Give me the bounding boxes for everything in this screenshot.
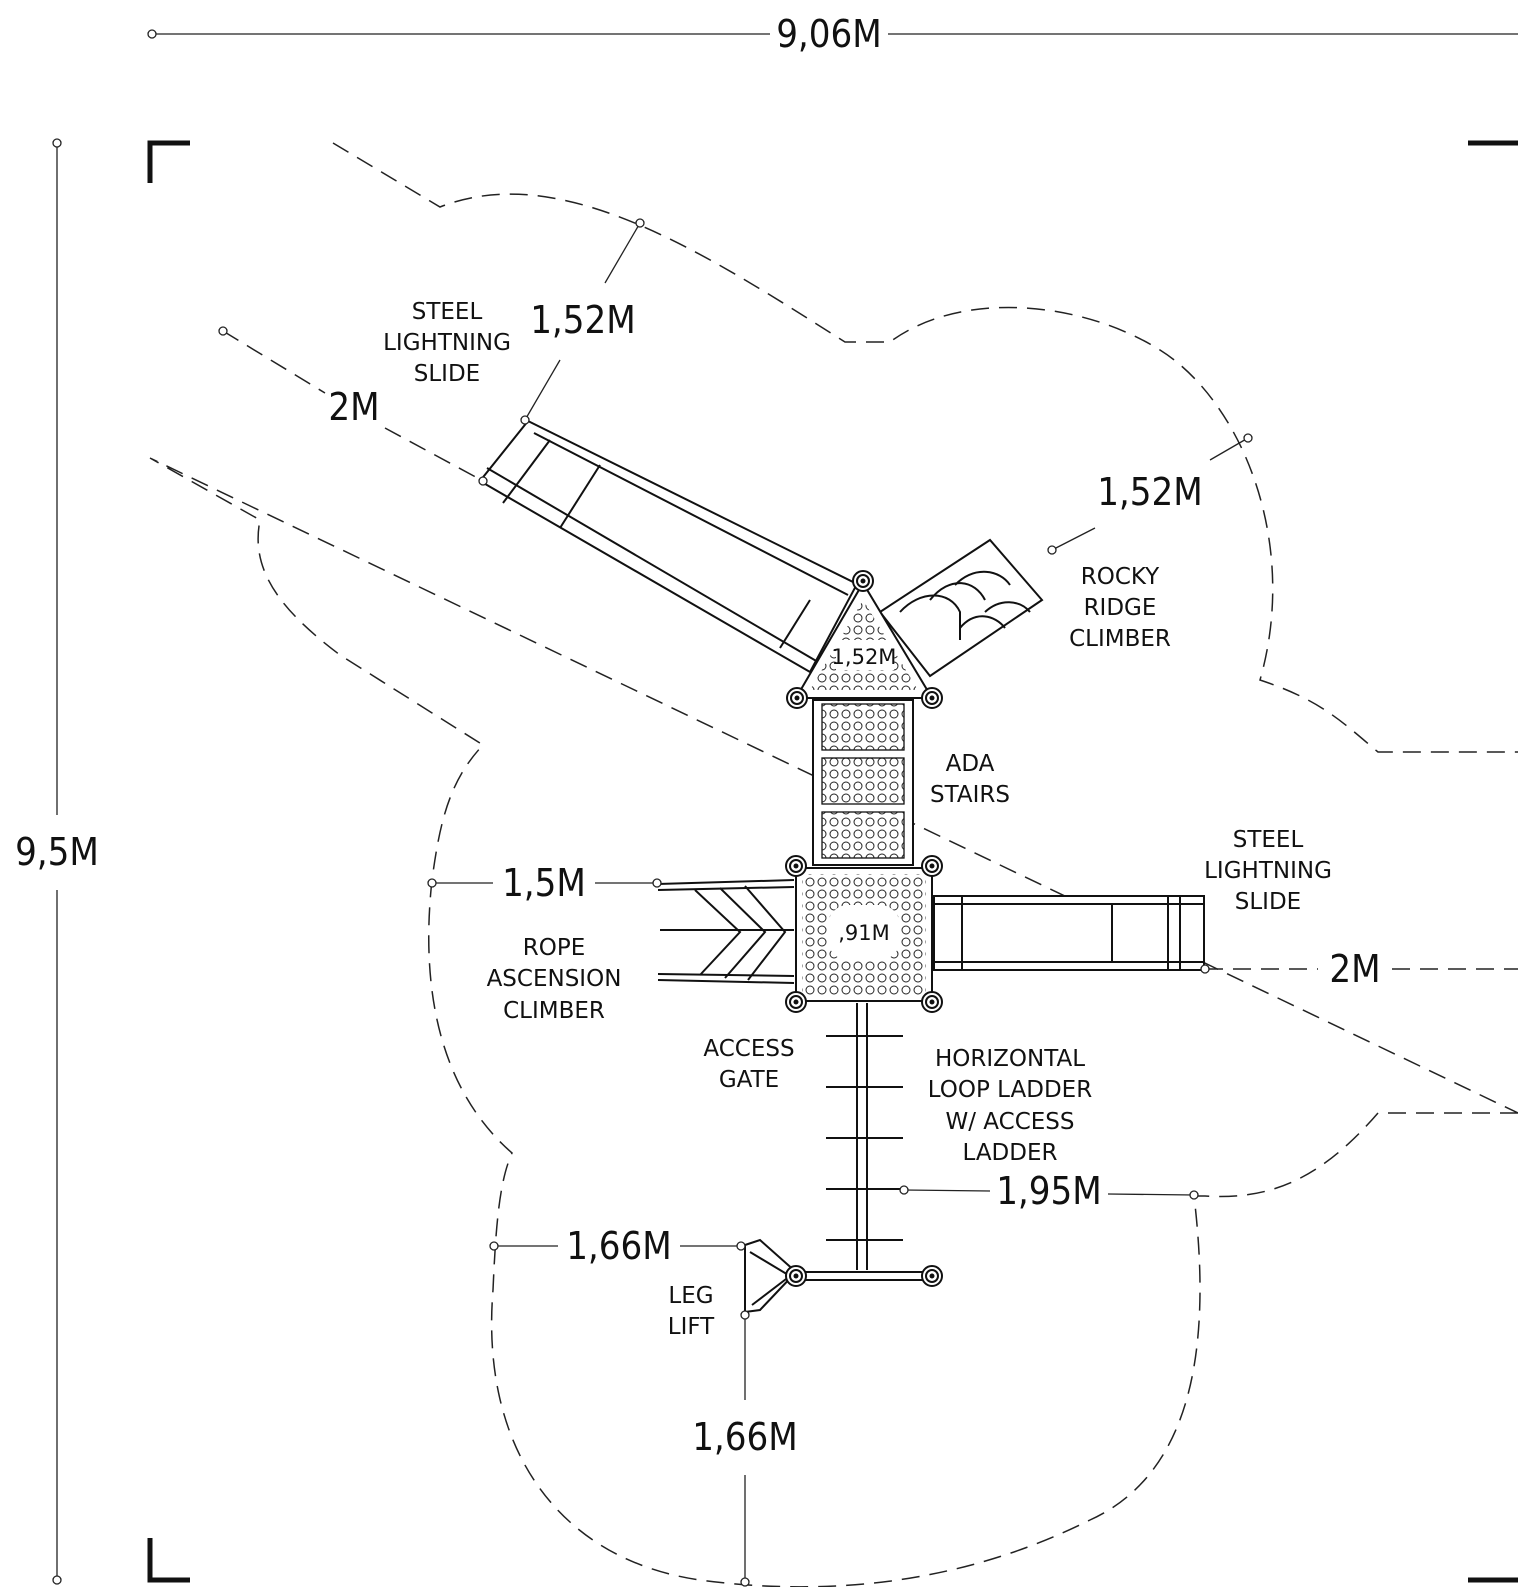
top-deck: 1,52M: [794, 581, 934, 699]
rocky-ridge-dimension-label: 1,52M: [1097, 470, 1203, 514]
horizontal-loop-ladder: [796, 1003, 932, 1281]
svg-text:LIGHTNING: LIGHTNING: [1204, 858, 1332, 884]
label-horizontal-loop-ladder: HORIZONTAL LOOP LADDER W/ ACCESS LADDER: [928, 1046, 1092, 1166]
svg-text:CLIMBER: CLIMBER: [503, 998, 605, 1024]
corner-marks: [147, 140, 1518, 1583]
svg-text:STEEL: STEEL: [412, 299, 483, 325]
leg-lift-width-label: 1,66M: [566, 1224, 672, 1268]
slide-right-length-label: 2M: [1329, 947, 1380, 991]
label-rope-ascension-climber: ROPE ASCENSION CLIMBER: [487, 935, 622, 1024]
rocky-ridge-climber: [878, 538, 1044, 678]
svg-text:GATE: GATE: [719, 1067, 779, 1093]
slide-top-width-label: 1,52M: [530, 298, 636, 342]
svg-text:SLIDE: SLIDE: [414, 361, 480, 387]
lower-deck: ,91M: [795, 867, 933, 1002]
svg-text:ROCKY: ROCKY: [1081, 564, 1160, 590]
use-zone-outline: [149, 142, 1518, 1587]
svg-text:LIGHTNING: LIGHTNING: [383, 330, 511, 356]
svg-text:W/ ACCESS: W/ ACCESS: [946, 1109, 1075, 1135]
leg-lift-depth-dimension: 1,66M: [692, 1310, 798, 1587]
label-steel-lightning-slide-right: STEEL LIGHTNING SLIDE: [1204, 827, 1332, 915]
slide-top-length-label: 2M: [328, 385, 379, 429]
overall-height-label: 9,5M: [15, 830, 99, 874]
ada-stairs: [812, 699, 914, 866]
leg-lift-depth-label: 1,66M: [692, 1415, 798, 1459]
label-rocky-ridge-climber: ROCKY RIDGE CLIMBER: [1069, 564, 1171, 652]
svg-text:ADA: ADA: [946, 751, 995, 777]
overall-width-label: 9,06M: [776, 12, 882, 56]
svg-text:ACCESS: ACCESS: [703, 1036, 794, 1062]
overall-height-dimension: 9,5M: [15, 138, 99, 1585]
rocky-ridge-dimension: 1,52M: [1047, 433, 1253, 555]
steel-lightning-slide-top: [478, 419, 859, 674]
svg-text:STEEL: STEEL: [1233, 827, 1304, 853]
lower-deck-height: ,91M: [838, 921, 890, 945]
slide-right-length-dimension: 2M: [1200, 947, 1518, 991]
overall-width-dimension: 9,06M: [147, 12, 1518, 56]
label-leg-lift: LEG LIFT: [668, 1283, 715, 1340]
rope-climber-dimension: 1,5M: [427, 861, 662, 905]
svg-text:ROPE: ROPE: [523, 935, 586, 961]
loop-ladder-dimension-label: 1,95M: [996, 1169, 1102, 1213]
label-steel-lightning-slide-top: STEEL LIGHTNING SLIDE: [383, 299, 511, 387]
top-deck-height: 1,52M: [832, 645, 897, 669]
steel-lightning-slide-right: [933, 895, 1205, 971]
svg-text:LADDER: LADDER: [962, 1140, 1057, 1166]
slide-top-width-dimension: 1,52M: [520, 218, 645, 425]
svg-text:HORIZONTAL: HORIZONTAL: [935, 1046, 1085, 1072]
svg-text:LOOP LADDER: LOOP LADDER: [928, 1077, 1092, 1103]
svg-text:SLIDE: SLIDE: [1235, 889, 1301, 915]
slide-top-length-dimension: 2M: [218, 326, 488, 486]
svg-text:ASCENSION: ASCENSION: [487, 966, 622, 992]
loop-ladder-dimension: 1,95M: [899, 1169, 1199, 1213]
label-access-gate: ACCESS GATE: [703, 1036, 794, 1093]
rope-ascension-climber: [657, 879, 795, 984]
svg-text:LIFT: LIFT: [668, 1314, 715, 1340]
svg-text:RIDGE: RIDGE: [1084, 595, 1157, 621]
svg-text:STAIRS: STAIRS: [930, 782, 1010, 808]
leg-lift-width-dimension: 1,66M: [489, 1224, 746, 1268]
svg-text:LEG: LEG: [668, 1283, 713, 1309]
rope-climber-dimension-label: 1,5M: [502, 861, 586, 905]
svg-text:CLIMBER: CLIMBER: [1069, 626, 1171, 652]
label-ada-stairs: ADA STAIRS: [930, 751, 1010, 808]
